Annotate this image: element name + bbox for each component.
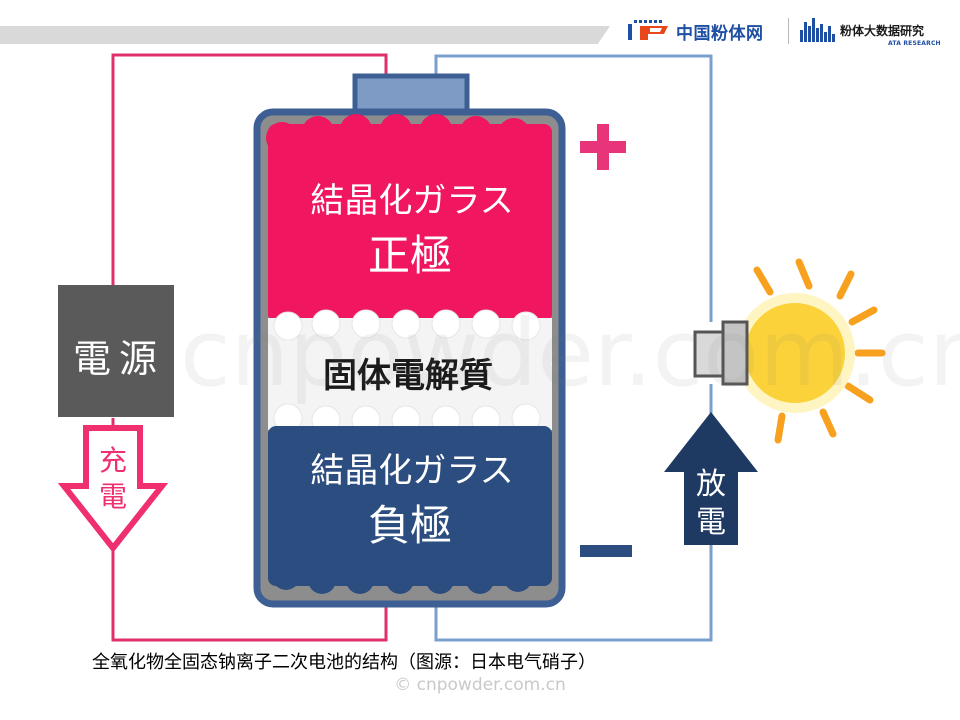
cnpowder-logo: 中国粉体网 [628,18,764,44]
discharge-wire-top [434,54,713,322]
ata-research-logo: 粉体大数据研究 ATA RESEARCH [800,16,941,47]
sun-rays-icon [753,258,886,444]
copyright-notice: © cnpowder.com.cn [394,675,566,695]
logo-divider [788,18,789,44]
ata-research-title: 粉体大数据研究 [840,24,925,38]
power-source-box [58,285,174,417]
cathode-label-line1: 結晶化ガラス [310,181,513,221]
power-source-label-char1: 電 [73,337,111,381]
charge-label-char1: 充 [99,444,127,477]
charge-label-char2: 電 [99,480,127,513]
cathode-layer [266,114,552,322]
header-bar [0,26,610,44]
cnpowder-logo-icon [628,20,668,40]
bar-chart-logo-icon [800,18,835,42]
plus-sign-icon [580,124,626,170]
header-logos: 中国粉体网 粉体大数据研究 ATA RESEARCH [628,14,948,50]
ata-research-subtitle: ATA RESEARCH [888,40,941,47]
electrolyte-label: 固体電解質 [323,356,493,396]
anode-label-line1: 結晶化ガラス [310,451,513,491]
figure-caption: 全氧化物全固态钠离子二次电池的结构（图源：日本电气硝子） [92,652,596,673]
anode-layer [268,426,552,594]
light-bulb-icon [693,258,886,444]
discharge-arrow-icon [664,412,758,545]
cnpowder-logo-text: 中国粉体网 [676,23,764,44]
charge-arrow-icon [57,425,169,553]
discharge-label-char2: 電 [696,505,726,540]
discharge-label-char1: 放 [696,467,726,502]
charge-wire-top [111,53,388,285]
minus-sign-icon [580,545,632,557]
anode-label-line2: 負極 [368,501,452,550]
power-source-label-char2: 源 [119,337,157,381]
cathode-label-line2: 正極 [368,231,452,280]
